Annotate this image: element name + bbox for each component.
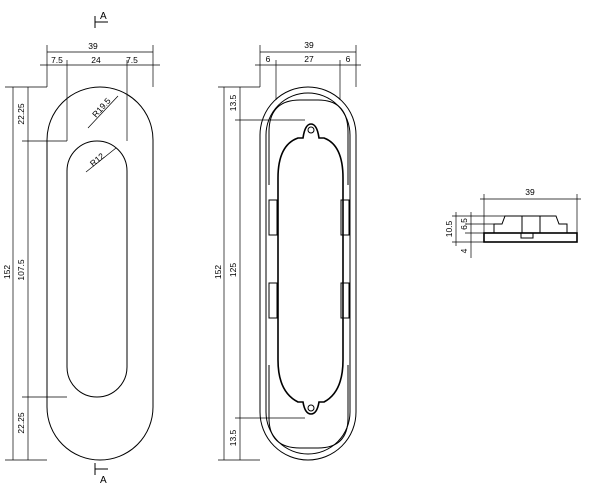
side-width-total: 39: [525, 187, 535, 197]
side-upper-profile: [493, 215, 568, 233]
back-width-left: 6: [266, 54, 271, 64]
back-tab-right-1: [340, 199, 350, 236]
back-tab-left-2: [268, 282, 278, 319]
back-screw-hole-bottom: [307, 404, 315, 412]
side-height-upper: 6.5: [459, 218, 469, 230]
back-width-middle: 27: [304, 54, 314, 64]
side-height-base: 4: [459, 248, 469, 253]
back-screw-hole-top: [307, 126, 315, 134]
front-width-right: 7.5: [126, 55, 138, 65]
back-view: 39 6 27 6 152 13.5 125 13.5: [213, 40, 361, 461]
front-outer-outline: [46, 86, 154, 461]
back-tab-right-2: [340, 282, 350, 319]
front-width-total: 39: [88, 41, 98, 51]
section-marker-top: A: [94, 11, 108, 28]
front-radius-inner: R12: [88, 151, 107, 169]
back-outer-outline: [259, 86, 357, 461]
front-width-left: 7.5: [51, 55, 63, 65]
front-height-middle: 107.5: [16, 259, 26, 281]
back-mounting-plate: [277, 123, 344, 415]
back-inner-outline: [265, 92, 351, 455]
back-height-bottom: 13.5: [228, 429, 238, 446]
front-height-total: 152: [2, 265, 12, 279]
section-label-bottom: A: [100, 475, 107, 486]
front-view: A 39 7.5 24 7.5 R19.5 R12 152 22.25 107.…: [2, 11, 160, 486]
side-height-total: 10.5: [444, 220, 454, 237]
front-height-bottom: 22.25: [16, 412, 26, 434]
back-height-total: 152: [213, 265, 223, 279]
section-marker-bottom: A: [94, 463, 108, 486]
front-width-middle: 24: [91, 55, 101, 65]
side-view: 39 10.5 6.5 4: [444, 187, 581, 258]
back-width-total: 39: [304, 40, 314, 50]
back-tab-left-1: [268, 199, 278, 236]
front-height-top: 22.25: [16, 103, 26, 125]
back-height-middle: 125: [228, 263, 238, 277]
front-inner-recess: [66, 140, 128, 398]
back-height-top: 13.5: [228, 94, 238, 111]
back-width-right: 6: [346, 54, 351, 64]
side-center-notch: [520, 232, 534, 239]
section-label-top: A: [100, 11, 107, 22]
back-rib-bottom: [268, 365, 349, 449]
back-rib-top: [268, 99, 349, 185]
front-radius-outer: R19.5: [90, 96, 113, 120]
